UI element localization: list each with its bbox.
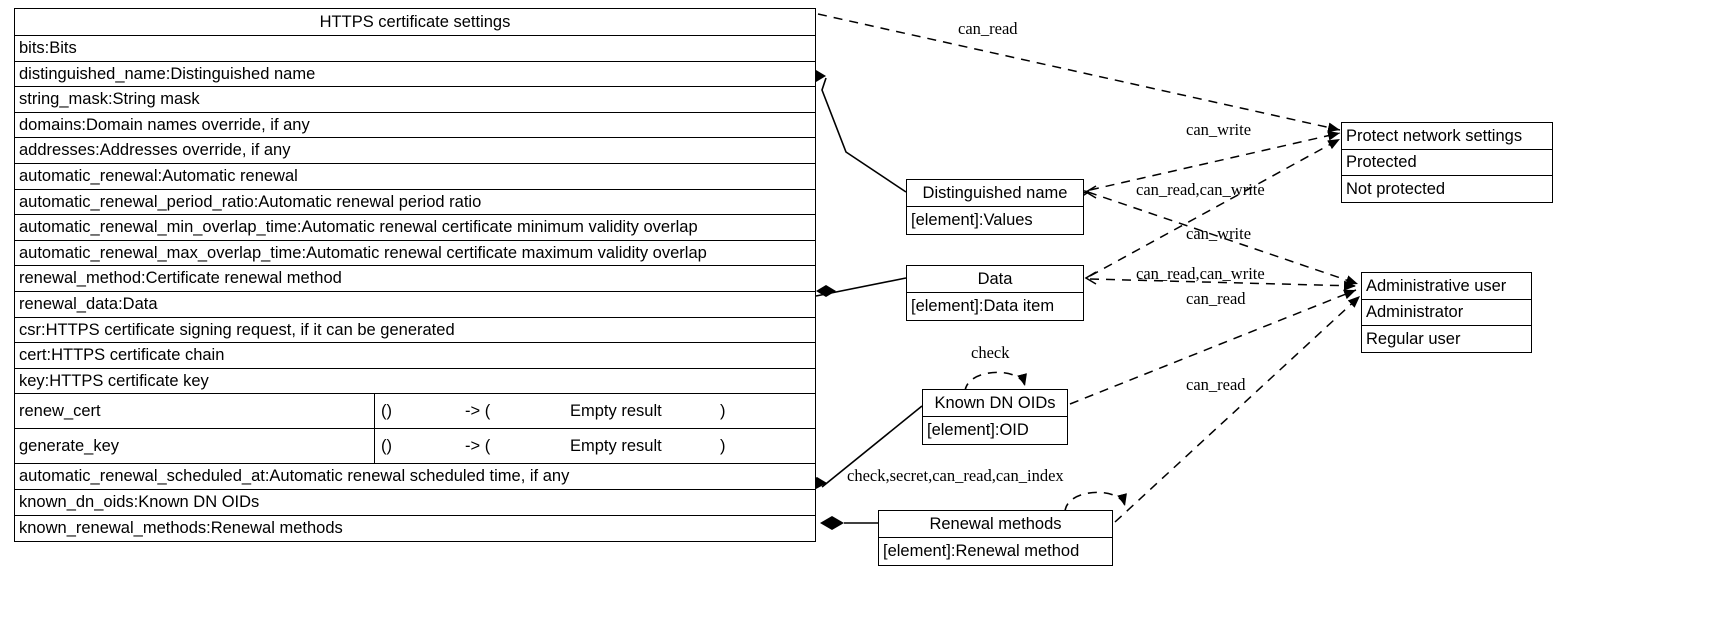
class-attribute: known_dn_oids:Known DN OIDs bbox=[15, 490, 815, 516]
enum-box-protect-network-settings: Protect network settings Protected Not p… bbox=[1341, 122, 1553, 203]
method-result: Empty result bbox=[570, 402, 662, 421]
enum-literal: Not protected bbox=[1346, 179, 1446, 198]
edge-composition-data bbox=[815, 277, 907, 297]
class-attribute: addresses:Addresses override, if any bbox=[15, 138, 815, 164]
edge-label-check-known-dn-oids: check bbox=[971, 343, 1010, 362]
method-name: renew_cert bbox=[15, 394, 375, 429]
edge-dashed-can-read-top bbox=[817, 13, 1341, 133]
class-attribute: bits:Bits bbox=[15, 36, 815, 62]
class-attribute: csr:HTTPS certificate signing request, i… bbox=[15, 318, 815, 344]
class-attribute: cert:HTTPS certificate chain bbox=[15, 343, 815, 369]
enum-literal: Administrator bbox=[1362, 300, 1531, 326]
enum-literal: Protected bbox=[1342, 150, 1552, 176]
class-attribute: automatic_renewal:Automatic renewal bbox=[15, 164, 815, 190]
class-attribute: automatic_renewal_scheduled_at:Automatic… bbox=[15, 464, 815, 490]
method-args: () bbox=[381, 437, 392, 456]
edge-label-check-secret-can-read-can-index: check,secret,can_read,can_index bbox=[847, 466, 1064, 485]
method-arrow: -> ( bbox=[465, 402, 491, 421]
class-attribute: renewal_data:Data bbox=[15, 292, 815, 318]
class-attribute: [element]:Values bbox=[911, 211, 1033, 230]
enum-title: Administrative user bbox=[1362, 273, 1531, 300]
class-box-data: Data [element]:Data item bbox=[906, 265, 1084, 321]
class-attribute: automatic_renewal_max_overlap_time:Autom… bbox=[15, 241, 815, 267]
class-attribute: [element]:OID bbox=[927, 421, 1029, 440]
enum-box-administrative-user: Administrative user Administrator Regula… bbox=[1361, 272, 1532, 353]
class-attribute: known_renewal_methods:Renewal methods bbox=[19, 519, 343, 538]
edge-arrowhead-data bbox=[1084, 271, 1097, 285]
class-attribute: distinguished_name:Distinguished name bbox=[15, 62, 815, 88]
method-signature: () -> ( Empty result ) bbox=[375, 429, 815, 463]
method-close: ) bbox=[720, 402, 726, 421]
class-box-distinguished-name: Distinguished name [element]:Values bbox=[906, 179, 1084, 235]
class-attribute: [element]:Data item bbox=[911, 297, 1055, 316]
method-args: () bbox=[381, 402, 392, 421]
class-title: Renewal methods bbox=[879, 511, 1112, 538]
class-box-renewal-methods: Renewal methods [element]:Renewal method bbox=[878, 510, 1113, 566]
method-result: Empty result bbox=[570, 437, 662, 456]
edge-composition-distinguished-name bbox=[806, 70, 907, 193]
class-box-known-dn-oids: Known DN OIDs [element]:OID bbox=[922, 389, 1068, 445]
class-method-row: generate_key () -> ( Empty result ) bbox=[15, 429, 815, 465]
method-close: ) bbox=[720, 437, 726, 456]
class-attribute: renewal_method:Certificate renewal metho… bbox=[15, 266, 815, 292]
enum-literal: Regular user bbox=[1366, 329, 1461, 348]
edge-dashed-renewal-can-read bbox=[1114, 295, 1361, 523]
edge-label-can-write-dn: can_write bbox=[1186, 120, 1252, 139]
class-attribute: key:HTTPS certificate key bbox=[15, 369, 815, 395]
class-attribute: automatic_renewal_period_ratio:Automatic… bbox=[15, 190, 815, 216]
edge-label-can-write-data: can_write bbox=[1186, 224, 1252, 243]
class-attribute: string_mask:String mask bbox=[15, 87, 815, 113]
edge-label-can-read-can-write-data: can_read,can_write bbox=[1136, 264, 1265, 283]
class-attribute: domains:Domain names override, if any bbox=[15, 113, 815, 139]
class-title: HTTPS certificate settings bbox=[15, 9, 815, 36]
method-signature: () -> ( Empty result ) bbox=[375, 394, 815, 428]
edge-dashed-data-can-write bbox=[1089, 138, 1341, 277]
edge-label-can-read-top: can_read bbox=[958, 19, 1018, 38]
class-method-row: renew_cert () -> ( Empty result ) bbox=[15, 394, 815, 430]
class-title: Data bbox=[907, 266, 1083, 293]
method-arrow: -> ( bbox=[465, 437, 491, 456]
edge-label-can-read-can-write-dn: can_read,can_write bbox=[1136, 180, 1265, 199]
class-attribute: automatic_renewal_min_overlap_time:Autom… bbox=[15, 215, 815, 241]
class-attribute: [element]:Renewal method bbox=[883, 542, 1080, 561]
enum-title: Protect network settings bbox=[1342, 123, 1552, 150]
edge-label-can-read-data: can_read bbox=[1186, 289, 1246, 308]
class-title: Known DN OIDs bbox=[923, 390, 1067, 417]
class-title: Distinguished name bbox=[907, 180, 1083, 207]
class-box-https-certificate-settings: HTTPS certificate settings bits:Bits dis… bbox=[14, 8, 816, 543]
edge-label-can-read-known-dn-oids: can_read bbox=[1186, 375, 1246, 394]
edge-composition-renewal-methods bbox=[820, 516, 878, 530]
method-name: generate_key bbox=[15, 429, 375, 464]
edge-arrowhead-dn bbox=[1084, 185, 1097, 199]
